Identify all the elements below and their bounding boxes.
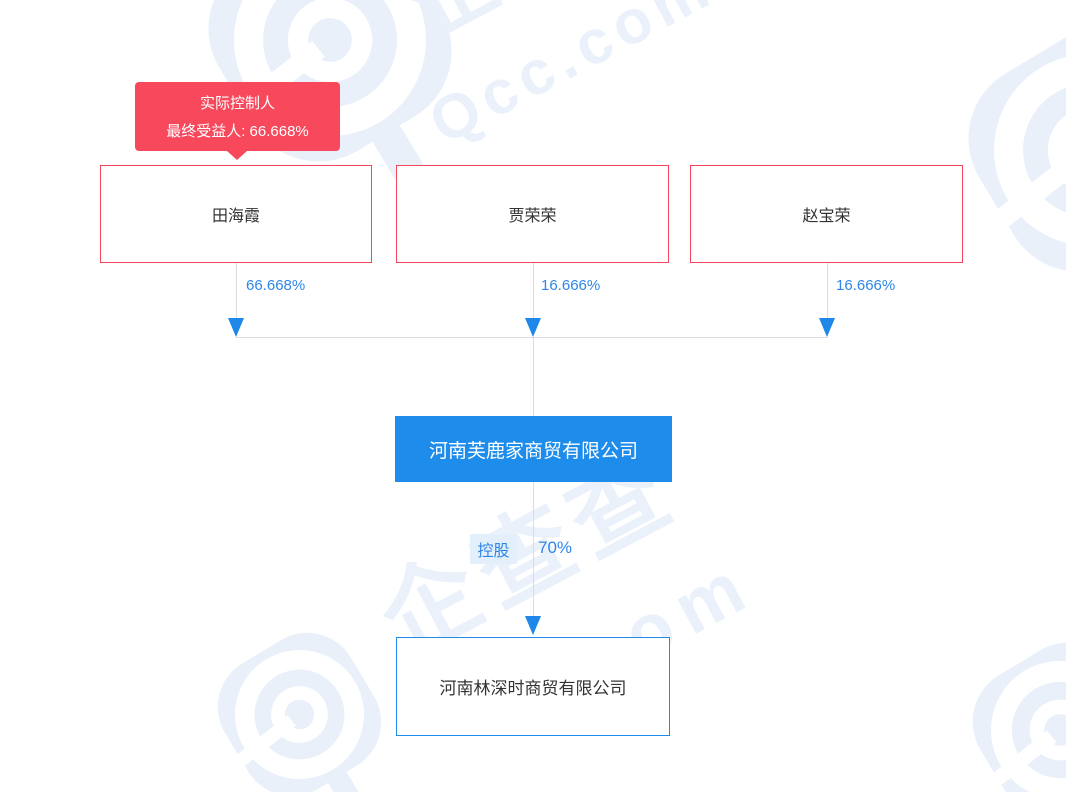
connector-line [236,263,237,319]
shareholder-name: 田海霞 [211,208,260,225]
arrow-down-icon [228,318,244,337]
subsidiary-company-name: 河南林深时商贸有限公司 [439,679,627,698]
subsidiary-company-node[interactable]: 河南林深时商贸有限公司 [396,637,670,736]
arrow-down-icon [819,318,835,337]
tooltip-line-controller: 实际控制人 [199,95,275,112]
connector-line [533,263,534,319]
parent-company-node[interactable]: 河南芙鹿家商贸有限公司 [395,416,672,482]
ownership-percent-label: 16.666% [836,277,896,294]
shareholder-node-zhaobaorong[interactable]: 赵宝荣 [690,165,963,263]
tooltip-line-beneficiary: 最终受益人: 66.668% [166,123,309,140]
connector-line [827,263,828,319]
actual-controller-tooltip: 实际控制人 最终受益人: 66.668% [135,82,340,160]
holding-relation-tag[interactable]: 控股 [470,534,517,564]
shareholder-name: 赵宝荣 [802,208,851,225]
tooltip-pointer [227,151,247,160]
shareholder-node-jiarongrong[interactable]: 贾荣荣 [396,165,669,263]
holding-percent-label: 70% [538,538,573,557]
arrow-down-icon [525,616,541,635]
shareholder-name: 贾荣荣 [508,208,557,225]
parent-company-name: 河南芙鹿家商贸有限公司 [428,440,638,462]
connector-line [533,482,534,616]
connector-line [533,338,534,416]
shareholder-node-tianhaixia[interactable]: 田海霞 [100,165,372,263]
ownership-percent-label: 16.666% [541,277,601,294]
connector-line [236,337,828,338]
arrow-down-icon [525,318,541,337]
ownership-percent-label: 66.668% [246,277,306,294]
